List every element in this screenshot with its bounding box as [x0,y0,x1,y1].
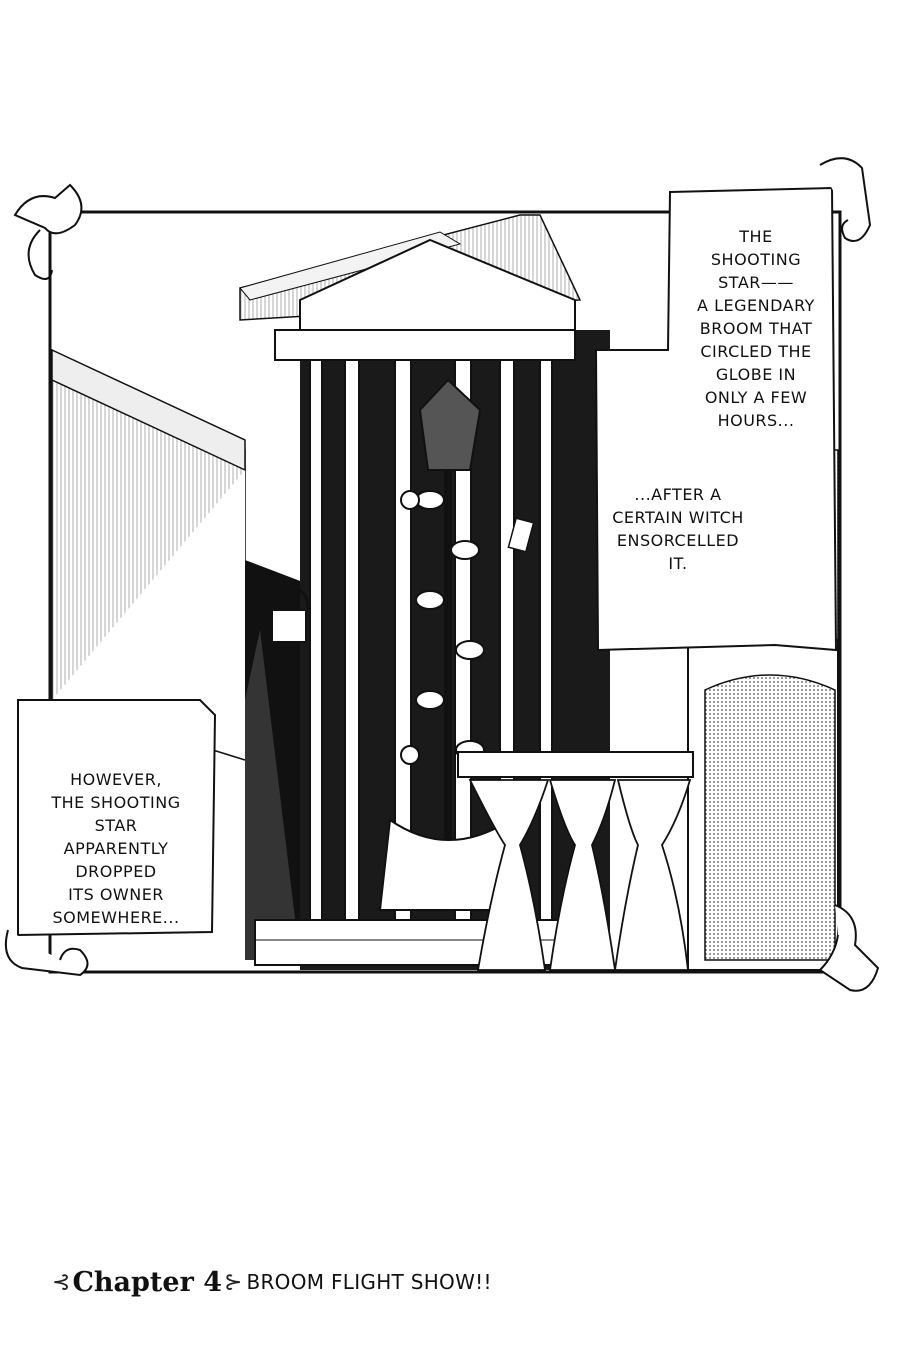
caption-box-left [17,699,217,937]
ornament-right-icon: ⊱ [224,1269,243,1295]
caption-box-top [594,186,838,652]
shooting-star-broom [378,378,535,911]
chapter-label: Chapter 4 [72,1266,222,1298]
ornament-left-icon: ⊰ [52,1269,71,1295]
chapter-title: BROOM FLIGHT SHOW!! [246,1270,492,1294]
scroll-ornament-bottom-right [818,904,880,992]
caption-shooting-star: THE SHOOTING STAR—— A LEGENDARY BROOM TH… [697,227,815,430]
scroll-ornament-top-right [819,157,872,242]
padlock [271,588,310,643]
scroll-ornament-bottom-left [4,929,89,977]
caption-however: HOWEVER, THE SHOOTING STAR APPARENTLY DR… [51,770,181,927]
caption-after-witch: ...AFTER A CERTAIN WITCH ENSORCELLED IT. [612,485,744,573]
scroll-ornament-top-left [13,183,83,280]
curtains [457,751,694,971]
chapter-heading: ⊰ Chapter 4 ⊱ BROOM FLIGHT SHOW!! [52,1262,492,1302]
